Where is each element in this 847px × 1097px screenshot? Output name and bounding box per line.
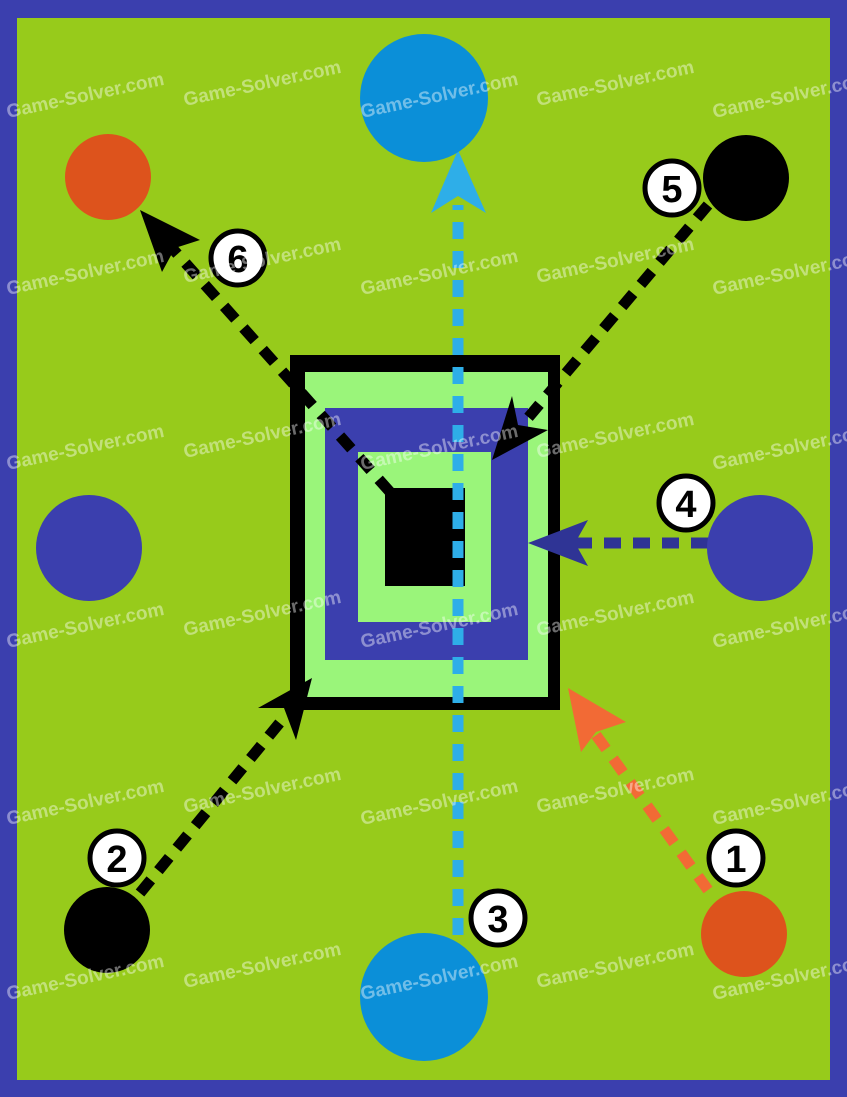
step-badge-3: 3 — [468, 888, 528, 948]
arrowhead-4 — [528, 520, 588, 566]
step-badge-1: 1 — [706, 828, 766, 888]
center-block-core — [385, 488, 465, 586]
step-badge-2: 2 — [87, 828, 147, 888]
path-5 — [517, 201, 713, 429]
step-badge-4: 4 — [656, 473, 716, 533]
path-1 — [591, 731, 713, 894]
ball-cyan-top[interactable] — [360, 34, 488, 162]
arrowhead-5 — [492, 396, 548, 460]
arrowhead-2 — [258, 678, 312, 740]
solution-paths — [135, 150, 713, 935]
step-badge-2-label: 2 — [106, 839, 127, 881]
step-badge-5-label: 5 — [661, 169, 682, 211]
step-badge-6: 6 — [208, 228, 268, 288]
path-2 — [135, 716, 287, 897]
ball-cyan-bottom[interactable] — [360, 933, 488, 1061]
step-badge-1-label: 1 — [725, 839, 746, 881]
ball-blue-left[interactable] — [36, 495, 142, 601]
step-badges: 1 2 3 4 5 6 — [87, 158, 766, 948]
path-6 — [167, 244, 395, 496]
balls — [36, 34, 813, 1061]
step-badge-5: 5 — [642, 158, 702, 218]
arrowhead-1 — [568, 688, 626, 752]
step-badge-4-label: 4 — [675, 484, 696, 526]
ball-orange-top-left[interactable] — [65, 134, 151, 220]
arrowhead-3 — [431, 150, 486, 213]
arrowhead-6 — [140, 210, 200, 272]
ball-black-bottom-left[interactable] — [64, 887, 150, 973]
ball-blue-right[interactable] — [707, 495, 813, 601]
center-block — [290, 355, 560, 710]
ball-black-top-right[interactable] — [703, 135, 789, 221]
step-badge-3-label: 3 — [487, 899, 508, 941]
ball-orange-bottom-right[interactable] — [701, 891, 787, 977]
step-badge-6-label: 6 — [227, 239, 248, 281]
